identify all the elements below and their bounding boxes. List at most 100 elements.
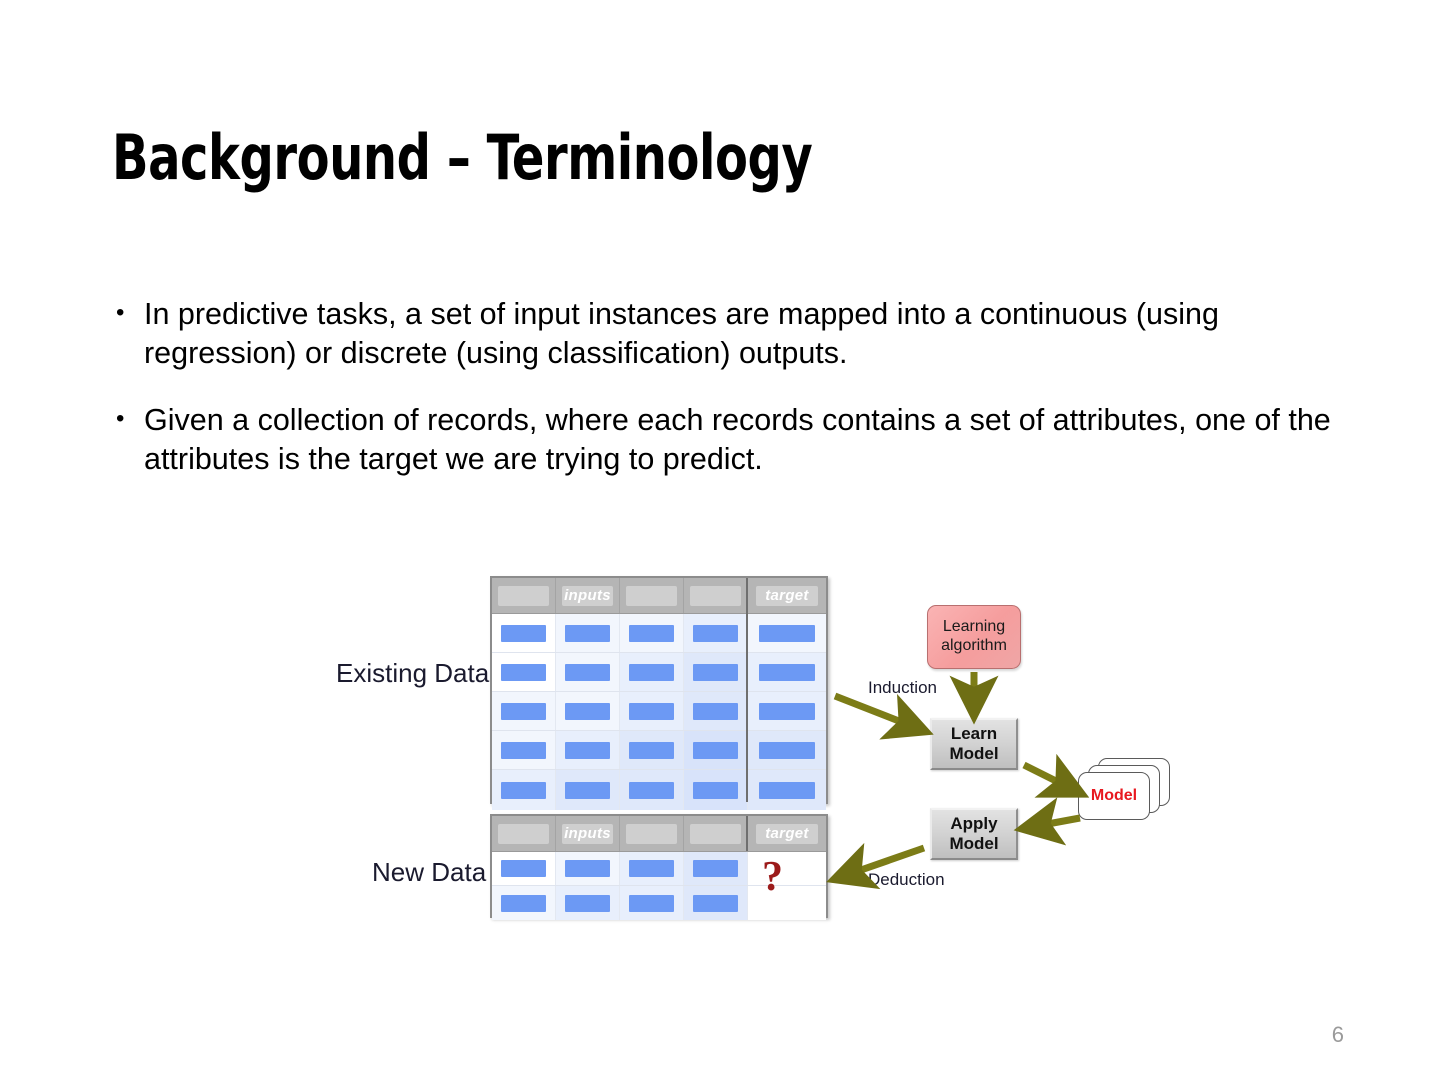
learn-model-box: Learn Model [930,718,1018,770]
header-pill-target: target [755,823,819,844]
ml-workflow-diagram: Existing Data New Data inputs target [330,560,1210,940]
table-row [492,692,826,731]
table-cell [684,731,748,769]
table-header-row: inputs target [492,816,826,852]
existing-data-label: Existing Data [336,658,490,688]
table-cell-target [748,653,826,691]
model-card-front: Model [1078,772,1150,820]
table-row [492,852,826,886]
induction-arrow [833,692,934,740]
table-cell-target [748,770,826,810]
data-bar [500,624,547,642]
table-row [492,731,826,770]
model-to-apply-model-arrow [1013,797,1081,846]
data-bar [692,663,739,681]
data-bar [692,702,739,720]
model-label: Model [1090,787,1138,804]
existing-data-table: inputs target [490,576,828,810]
table-cell [684,852,748,885]
data-bar [564,860,611,877]
header-pill-blank [498,823,549,844]
data-bar [500,781,547,799]
table-header-cell [492,816,556,851]
data-bar [564,624,611,642]
header-pill-blank [690,823,741,844]
table-header-cell-inputs: inputs [556,578,620,613]
table-cell [556,770,620,810]
table-row [492,770,826,810]
data-bar [758,624,816,642]
table-header-cell [620,816,684,851]
table-header-row: inputs target [492,578,826,614]
table-header-cell [684,816,748,851]
list-item: Given a collection of records, where eac… [112,399,1332,479]
induction-label: Induction [868,678,937,697]
data-bar [564,781,611,799]
learn-model-label-line2: Model [949,744,999,763]
bullet-list: In predictive tasks, a set of input inst… [112,293,1332,507]
data-bar [500,894,547,912]
header-pill-blank [498,585,549,606]
data-bar [628,781,675,799]
deduction-label: Deduction [868,870,945,889]
data-bar [758,702,816,720]
apply-model-box: Apply Model [930,808,1018,860]
table-cell [492,770,556,810]
data-bar [758,663,816,681]
table-row [492,653,826,692]
table-cell [684,653,748,691]
table-row [492,614,826,653]
table-cell [556,614,620,652]
table-cell [492,852,556,885]
data-bar [628,860,675,877]
table-cell [492,886,556,920]
model-stack: Model [1078,758,1170,820]
data-bar [628,741,675,759]
data-bar [628,702,675,720]
header-pill-blank [626,585,677,606]
data-bar [758,781,816,799]
data-bar [628,663,675,681]
table-cell [620,653,684,691]
table-body [492,614,826,810]
data-bar [564,702,611,720]
table-row [492,886,826,920]
table-cell-target-empty [748,852,826,885]
data-bar [692,894,739,912]
table-cell [556,731,620,769]
table-cell [492,653,556,691]
table-body [492,852,826,920]
apply-model-label-line2: Model [949,834,999,853]
data-bar [564,741,611,759]
data-bar [564,663,611,681]
table-cell [492,731,556,769]
table-cell [684,614,748,652]
header-pill-inputs: inputs [562,585,613,606]
learn-model-label-line1: Learn [950,723,998,743]
apply-model-label-line1: Apply [950,813,998,833]
data-bar [692,860,739,877]
table-cell-target-empty [748,886,826,920]
table-cell [620,731,684,769]
header-pill-target: target [755,585,819,606]
table-cell [556,653,620,691]
table-cell [620,770,684,810]
table-cell [556,692,620,730]
data-bar [628,624,675,642]
table-header-cell-target: target [748,816,826,851]
data-bar [564,894,611,912]
learning-algorithm-box: Learning algorithm [927,605,1021,669]
table-cell [556,886,620,920]
table-cell [556,852,620,885]
table-cell [620,692,684,730]
new-data-label: New Data [372,857,487,887]
bullet-text: In predictive tasks, a set of input inst… [144,297,1219,370]
table-cell-target [748,614,826,652]
unknown-target-question-icon: ? [762,854,783,900]
new-data-table: inputs target [490,814,828,920]
data-bar [692,741,739,759]
header-pill-blank [690,585,741,606]
data-bar [500,663,547,681]
table-cell [492,692,556,730]
header-pill-blank [626,823,677,844]
